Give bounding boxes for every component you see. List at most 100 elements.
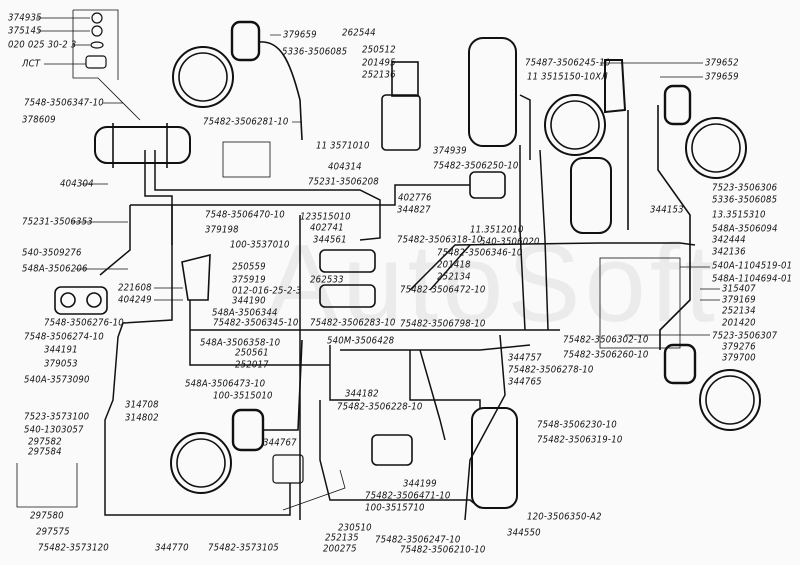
- part-number-label: 250559: [232, 261, 266, 273]
- part-number-label: 540-3506020: [480, 236, 540, 248]
- air-receiver-horizontal: [94, 123, 191, 168]
- part-number-label: 402741: [310, 222, 344, 234]
- part-number-label: 11.3512010: [470, 224, 524, 236]
- brake-pedal-unit: [54, 286, 108, 315]
- brake-chamber-rear-right-bottom: [663, 343, 761, 431]
- part-number-label: 344199: [403, 478, 437, 490]
- part-number-label: 297582: [28, 436, 62, 448]
- air-receiver-bottom: [471, 407, 518, 509]
- air-pipes: [99, 94, 696, 521]
- part-number-label: 540А-3573090: [24, 374, 90, 386]
- part-number-label: 200275: [323, 543, 357, 555]
- part-number-label: 75482-3573120: [38, 542, 109, 554]
- air-receiver-middle: [570, 157, 612, 234]
- detail-boxes: [16, 9, 681, 511]
- part-number-label: 7523-3573100: [24, 411, 90, 423]
- part-number-label: 379659: [705, 71, 739, 83]
- part-number-label: 404304: [60, 178, 94, 190]
- part-number-label: 75482-3506345-10: [213, 317, 299, 329]
- part-number-label: 230510: [338, 522, 372, 534]
- part-number-label: 75482-3506278-10: [508, 364, 594, 376]
- part-number-label: 100-3515710: [365, 502, 425, 514]
- part-number-label: 201418: [437, 259, 471, 271]
- part-number-label: 379053: [44, 358, 78, 370]
- brake-chamber-front-right: [544, 59, 629, 230]
- part-number-label: 7548-3506347-10: [24, 97, 104, 109]
- part-number-label: 252135: [325, 532, 359, 544]
- part-number-label: 75482-3506471-10: [365, 490, 451, 502]
- brake-valve-assembly: [181, 61, 506, 466]
- part-number-label: 548А-3506358-10: [200, 337, 281, 349]
- part-number-label: 342136: [712, 246, 746, 258]
- part-number-label: 252134: [437, 271, 471, 283]
- part-number-label: 11 3571010: [316, 140, 370, 152]
- part-number-label: 540-3509276: [22, 247, 82, 259]
- part-number-label: 75487-3506245-10: [525, 57, 611, 69]
- part-number-label: 344550: [507, 527, 541, 539]
- part-number-label: 402776: [398, 192, 432, 204]
- part-number-label: 252136: [362, 69, 396, 81]
- part-number-label: 548А-1104694-01: [712, 273, 793, 285]
- part-number-label: 540-1303057: [24, 424, 84, 436]
- part-number-label: 379198: [205, 224, 239, 236]
- part-number-label: 375919: [232, 274, 266, 286]
- part-number-label: 7548-3506274-10: [24, 331, 104, 343]
- part-number-label: 11 3515150-10ХЛ: [527, 71, 608, 83]
- part-number-label: 5336-3506085: [712, 194, 778, 206]
- part-number-label: 540М-3506428: [327, 335, 395, 347]
- part-number-label: 344190: [232, 295, 266, 307]
- fastener-set-icon: [85, 12, 107, 69]
- part-number-label: 374935: [8, 12, 42, 24]
- part-number-label: 100-3515010: [213, 390, 273, 402]
- part-number-label: 250512: [362, 44, 396, 56]
- part-number-label: 379700: [722, 352, 756, 364]
- part-number-label: 344757: [508, 352, 542, 364]
- part-number-label: 344827: [397, 204, 431, 216]
- part-number-label: 75482-3506250-10: [433, 160, 519, 172]
- part-number-label: 379652: [705, 57, 739, 69]
- part-number-label: 75482-3506302-10: [563, 334, 649, 346]
- part-number-label: 252134: [722, 305, 756, 317]
- part-number-label: 221608: [118, 282, 152, 294]
- part-number-label: 344153: [650, 204, 684, 216]
- part-number-label: 7523-3506306: [712, 182, 778, 194]
- part-number-label: 201420: [722, 317, 756, 329]
- part-number-label: 297584: [28, 446, 62, 458]
- part-number-label: 012-016-25-2-3: [232, 285, 302, 297]
- part-number-label: 75482-3506281-10: [203, 116, 289, 128]
- part-number-label: 13.3515310: [712, 209, 766, 221]
- part-number-label: 250561: [235, 347, 269, 359]
- part-number-label: 7548-3506276-10: [44, 317, 124, 329]
- part-number-label: 75482-3506318-10: [397, 234, 483, 246]
- part-number-label: 379169: [722, 294, 756, 306]
- brake-chamber-rear-left: [170, 339, 303, 494]
- part-number-label: 120-3506350-А2: [527, 511, 602, 523]
- part-number-label: 314708: [125, 399, 159, 411]
- part-number-label: 100-3537010: [230, 239, 290, 251]
- part-number-label: 344561: [313, 234, 347, 246]
- part-number-label: 123515010: [300, 211, 351, 223]
- part-number-label: 548А-3506094: [712, 223, 778, 235]
- part-number-label: 75482-3573105: [208, 542, 279, 554]
- part-number-label: 75231-3506353: [22, 216, 93, 228]
- part-number-label: 378609: [22, 114, 56, 126]
- part-number-label: 344770: [155, 542, 189, 554]
- air-receiver-top: [468, 37, 517, 147]
- part-number-label: 404249: [118, 294, 152, 306]
- part-number-label: 262533: [310, 274, 344, 286]
- part-number-label: 75482-3506319-10: [537, 434, 623, 446]
- part-number-label: 75482-3506260-10: [563, 349, 649, 361]
- part-number-label: 374939: [433, 145, 467, 157]
- part-number-label: 344191: [44, 344, 78, 356]
- part-number-label: 315407: [722, 283, 756, 295]
- part-number-label: 344767: [263, 437, 297, 449]
- part-number-label: 7548-3506470-10: [205, 209, 285, 221]
- part-number-label: 5336-3506085: [282, 46, 348, 58]
- control-box: [272, 454, 304, 484]
- part-number-label: 297580: [30, 510, 64, 522]
- part-number-label: 7548-3506230-10: [537, 419, 617, 431]
- part-number-label: 75482-3506798-10: [400, 318, 486, 330]
- part-number-label: 75482-3506247-10: [375, 534, 461, 546]
